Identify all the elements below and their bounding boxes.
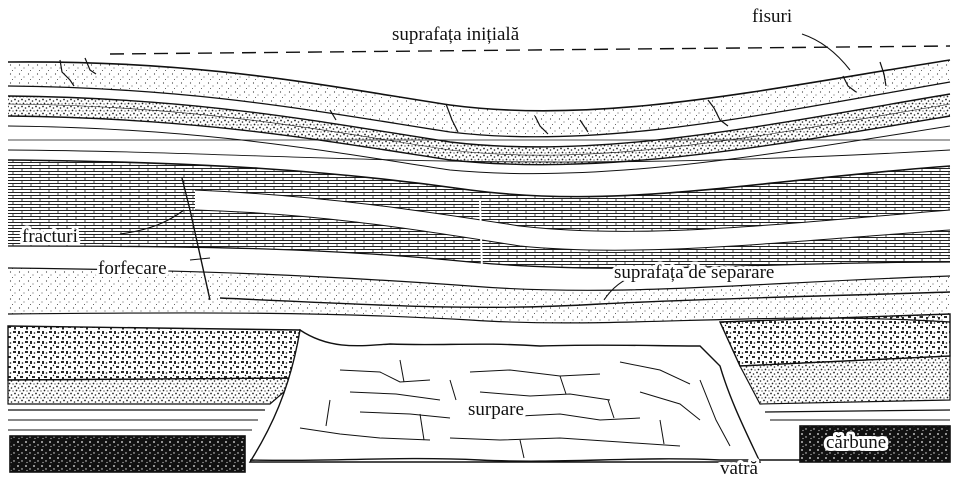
label-floor-fg: vatră	[720, 458, 759, 479]
label-initial-surface-fg: suprafața inițială	[392, 24, 520, 45]
collapse-mass	[250, 330, 760, 462]
label-fractures-fg: fracturi	[22, 226, 78, 247]
label-collapse-fg: surpare	[468, 399, 524, 420]
coal-seam-left	[10, 436, 245, 472]
label-cracks-fg: fisuri	[752, 6, 792, 27]
top-strata	[8, 60, 950, 174]
label-shear-fg: forfecare	[98, 258, 167, 279]
lower-left-strata	[8, 326, 300, 472]
label-coal-fg: cărbune	[826, 432, 886, 453]
initial-surface-line	[110, 46, 950, 54]
fisuri-leader	[802, 34, 850, 70]
forfecare-leader	[190, 258, 210, 260]
label-separation-surface-fg: suprafața de separare	[614, 262, 774, 283]
